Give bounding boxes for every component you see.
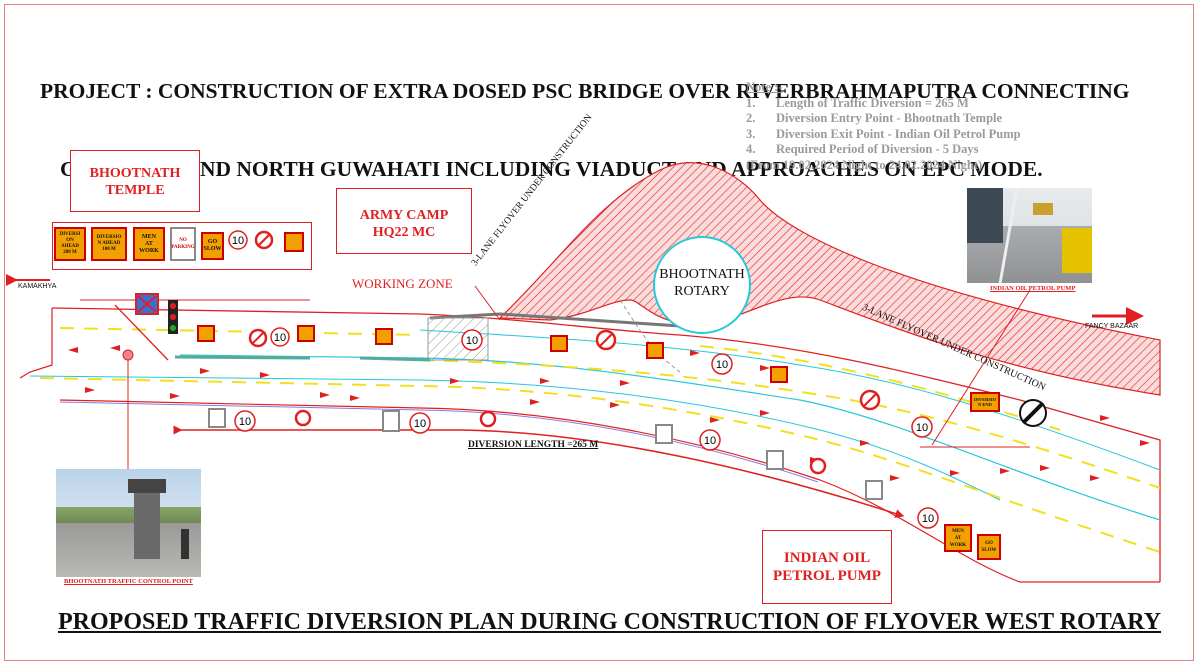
note-text: Required Period of Diversion - 5 Days: [776, 142, 979, 156]
note-item: 3. Diversion Exit Point - Indian Oil Petr…: [746, 127, 1021, 143]
note-text: Diversion Exit Point - Indian Oil Petrol…: [776, 126, 1021, 141]
project-title-line1: PROJECT : CONSTRUCTION OF EXTRA DOSED PS…: [40, 79, 1130, 103]
no-parking-sign: [655, 424, 673, 444]
men-at-work-sign: MEN AT WORK: [133, 227, 165, 261]
note-item: 1. Length of Traffic Diversion = 265 M: [746, 96, 1021, 112]
speed-limit-10: 10: [239, 416, 251, 428]
diversion-ahead-100-sign: DIVERSIO N AHEAD 100 M: [91, 227, 127, 261]
army-camp-label: ARMY CAMP HQ22 MC: [336, 188, 472, 254]
no-parking-sign: [382, 410, 400, 432]
speed-limit-10: 10: [704, 435, 716, 447]
rotary-label: BHOOTNATH ROTARY: [659, 267, 745, 299]
road-edge-bottom: [59, 399, 1160, 583]
warning-sign: [770, 366, 788, 383]
note-heading: Note :-: [746, 80, 783, 94]
note-period: (From 19.02.2024 Night to 24.02.2024 Nig…: [746, 157, 983, 172]
kamakhya-label: KAMAKHYA: [18, 283, 57, 290]
project-title: PROJECT : CONSTRUCTION OF EXTRA DOSED PS…: [40, 26, 1170, 208]
go-slow-sign: GO SLOW: [201, 232, 224, 260]
speed-limit-10: 10: [232, 235, 244, 247]
left-photo-caption: BHOOTNATH TRAFFIC CONTROL POINT: [64, 578, 193, 585]
diversion-ahead-200-sign: DIVERSI ON AHEAD 200 M: [54, 227, 86, 261]
page-border: [4, 4, 1194, 661]
speed-limit-10: 10: [414, 418, 426, 430]
warning-sign: [646, 342, 664, 359]
note-num: 2.: [746, 111, 756, 125]
no-parking-sign: [766, 450, 784, 470]
diversion-length-label: DIVERSION LENGTH =265 M: [468, 440, 599, 450]
traffic-arrows: [68, 345, 1150, 481]
warning-sign: [550, 335, 568, 352]
diversion-end-sign: DIVERSIO N END: [970, 392, 1000, 412]
warning-sign: [297, 325, 315, 342]
no-parking-sign: [865, 480, 883, 500]
sign-panel: [52, 222, 312, 270]
note-num: 3.: [746, 126, 756, 141]
no-parking-sign: NO PARKING: [170, 227, 196, 261]
rotary-circle: [653, 236, 751, 334]
note-item: 4. Required Period of Diversion - 5 Days: [746, 142, 1021, 158]
no-parking-sign: [208, 408, 226, 428]
right-photo-caption: INDIAN OIL PETROL PUMP: [990, 285, 1076, 292]
road-edge-top: [51, 307, 1161, 582]
speed-limit-10: 10: [466, 335, 478, 347]
speed-limit-10: 10: [916, 422, 928, 434]
go-slow-sign: GO SLOW: [977, 534, 1001, 560]
indian-oil-label: INDIAN OIL PETROL PUMP: [762, 530, 892, 604]
note-num: 1.: [746, 95, 756, 110]
note-text: Length of Traffic Diversion = 265 M: [776, 95, 969, 110]
flyover-hatched: [498, 162, 1161, 396]
note-block: Note :- 1. Length of Traffic Diversion = …: [746, 80, 1021, 173]
fancy-bazaar-label: FANCY BAZAAR: [1085, 323, 1139, 330]
note-num: 4.: [746, 142, 756, 156]
speed-limit-10: 10: [274, 332, 286, 344]
note-item: 2. Diversion Entry Point - Bhootnath Temp…: [746, 111, 1021, 127]
bhootnath-temple-label: BHOOTNATH TEMPLE: [70, 150, 200, 212]
indian-oil-pump-photo: [967, 188, 1092, 283]
note-text: Diversion Entry Point - Bhootnath Temple: [776, 111, 1003, 125]
bhootnath-control-point-photo: [56, 469, 201, 577]
speed-limit-10: 10: [922, 513, 934, 525]
speed-limit-10: 10: [716, 359, 728, 371]
warning-sign: [197, 325, 215, 342]
men-at-work-sign: MEN AT WORK: [944, 524, 972, 552]
warning-sign: [284, 232, 304, 252]
working-zone-label: WORKING ZONE: [352, 276, 453, 291]
footer-title: PROPOSED TRAFFIC DIVERSION PLAN DURING C…: [58, 609, 1162, 635]
warning-sign: [375, 328, 393, 345]
